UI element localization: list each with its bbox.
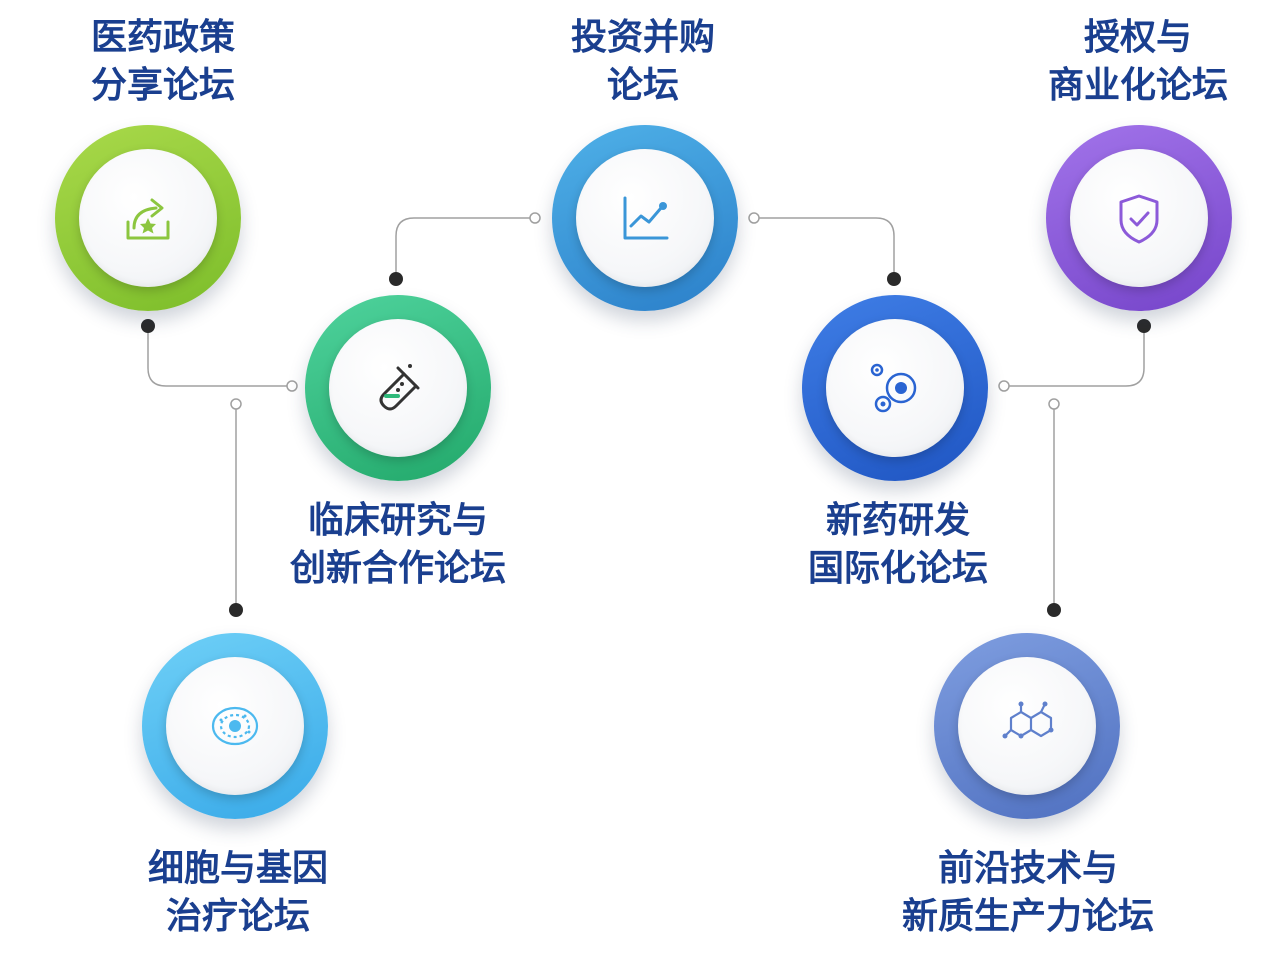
connector-ring	[998, 380, 1010, 392]
label-line: 治疗论坛	[165, 896, 310, 937]
connector-dot	[141, 319, 155, 333]
label-line: 国际化论坛	[807, 548, 988, 589]
label-line: 创新合作论坛	[289, 548, 506, 589]
connector-dot	[887, 272, 901, 286]
label-policy-forum: 医药政策 分享论坛	[40, 14, 286, 110]
connector-intl-licensing	[1004, 326, 1145, 387]
connector-dot	[1137, 319, 1151, 333]
label-clinical-forum: 临床研究与 创新合作论坛	[250, 497, 546, 593]
test-tube-icon	[368, 358, 428, 418]
node-frontier-tech-forum	[934, 633, 1120, 819]
node-intl-rd-forum	[802, 295, 988, 481]
node-cell-gene-forum	[142, 633, 328, 819]
connector-ring	[529, 212, 541, 224]
label-line: 投资并购	[570, 17, 715, 58]
label-line: 论坛	[606, 65, 679, 106]
node-policy-forum	[55, 125, 241, 311]
cell-icon	[205, 696, 265, 756]
label-investment-forum: 投资并购 论坛	[520, 14, 766, 110]
connector-dot	[389, 272, 403, 286]
line-chart-icon	[615, 188, 675, 248]
connector-ring	[748, 212, 760, 224]
label-line: 商业化论坛	[1047, 65, 1228, 106]
connector-dot	[1047, 603, 1061, 617]
connector-ring	[286, 380, 298, 392]
connector-dot	[229, 603, 243, 617]
label-cell-gene-forum: 细胞与基因 治疗论坛	[110, 845, 366, 941]
label-line: 授权与	[1083, 17, 1192, 58]
connector-policy-clinical	[147, 326, 292, 387]
node-licensing-forum	[1046, 125, 1232, 311]
share-star-icon	[118, 188, 178, 248]
label-frontier-tech-forum: 前沿技术与 新质生产力论坛	[860, 845, 1196, 941]
connector-clinical-investment	[395, 217, 535, 279]
cells-icon	[865, 358, 925, 418]
connector-ring	[230, 398, 242, 410]
label-line: 细胞与基因	[147, 848, 328, 889]
label-line: 前沿技术与	[937, 848, 1118, 889]
node-clinical-forum	[305, 295, 491, 481]
label-line: 新质生产力论坛	[901, 896, 1154, 937]
node-investment-forum	[552, 125, 738, 311]
label-line: 分享论坛	[90, 65, 235, 106]
molecule-icon	[997, 696, 1057, 756]
shield-check-icon	[1109, 188, 1169, 248]
connector-investment-intl	[754, 217, 895, 279]
label-line: 临床研究与	[307, 500, 488, 541]
label-intl-rd-forum: 新药研发 国际化论坛	[770, 497, 1026, 593]
label-licensing-forum: 授权与 商业化论坛	[1000, 14, 1276, 110]
label-line: 医药政策	[90, 17, 235, 58]
label-line: 新药研发	[825, 500, 970, 541]
connector-ring	[1048, 398, 1060, 410]
